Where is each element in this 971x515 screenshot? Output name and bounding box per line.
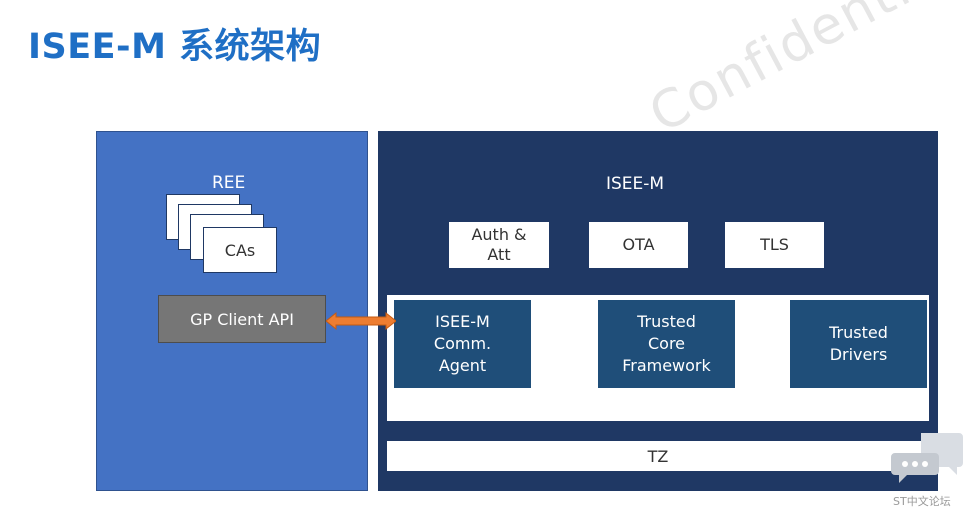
auth-att-line1: Auth & (471, 225, 527, 244)
core-framework-line2: Core (647, 334, 686, 353)
tz-box: TZ (387, 441, 929, 471)
gp-client-api-box: GP Client API (158, 295, 326, 343)
trusted-drivers-line1: Trusted (829, 323, 888, 342)
tls-box: TLS (725, 222, 824, 268)
tz-label: TZ (647, 446, 669, 466)
chat-bubble-icon (891, 433, 963, 483)
comm-agent-line3: Agent (438, 356, 487, 375)
comm-agent-line2: Comm. (433, 334, 492, 353)
comm-agent-module: ISEE-M Comm. Agent (394, 300, 531, 388)
core-framework-line1: Trusted (637, 312, 696, 331)
auth-att-line2: Att (487, 245, 511, 264)
cas-card: CAs (203, 227, 277, 273)
ree-label: REE (212, 173, 246, 193)
gp-client-api-label: GP Client API (190, 309, 294, 329)
ota-label: OTA (622, 235, 655, 254)
forum-watermark-text: ST中文论坛 (893, 495, 951, 508)
comm-agent-line1: ISEE-M (435, 312, 490, 331)
bidirectional-arrow-icon (326, 311, 396, 331)
trusted-core-framework-module: Trusted Core Framework (598, 300, 735, 388)
page-title: ISEE-M 系统架构 (28, 27, 322, 67)
trusted-drivers-line2: Drivers (829, 345, 888, 364)
tls-label: TLS (760, 235, 789, 254)
core-framework-line3: Framework (622, 356, 711, 375)
ota-box: OTA (589, 222, 688, 268)
cas-label: CAs (224, 240, 256, 260)
trusted-drivers-module: Trusted Drivers (790, 300, 927, 388)
watermark: Confidential (640, 0, 966, 145)
auth-att-box: Auth & Att (449, 222, 549, 268)
isee-m-label: ISEE-M (606, 174, 665, 194)
